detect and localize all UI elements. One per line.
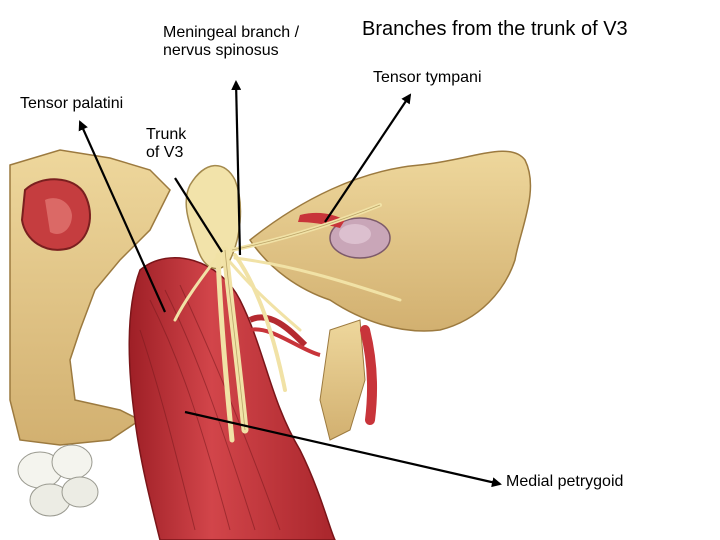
label-meningeal-line1: Meningeal branch / (163, 24, 300, 41)
label-tensor-palatini: Tensor palatini (20, 95, 124, 112)
arrow-trunk-v3 (174, 177, 223, 253)
label-trunk-line1: Trunk (146, 126, 187, 143)
label-trunk-v3: Trunk of V3 (146, 126, 186, 163)
arrow-tensor-palatini (78, 120, 167, 313)
mandible-ramus (319, 319, 366, 441)
label-meningeal-line2: nervus spinosus (163, 42, 279, 60)
trigeminal-ganglion (185, 164, 242, 270)
diagram-title: Branches from the trunk of V3 (362, 18, 628, 40)
medial-pterygoid-muscle (128, 257, 336, 540)
arrow-meningeal (231, 80, 242, 256)
label-medial-pterygoid: Medial petrygoid (506, 473, 624, 490)
arrow-medial-pterygoid (184, 410, 502, 488)
label-meningeal-branch: Meningeal branch / nervus spinosus (163, 24, 299, 61)
label-trunk-line2: of V3 (146, 144, 184, 162)
pointer-arrows (78, 80, 502, 488)
label-tensor-tympani: Tensor tympani (373, 69, 482, 86)
arrow-tensor-tympani (324, 93, 412, 223)
teeth (17, 444, 99, 517)
